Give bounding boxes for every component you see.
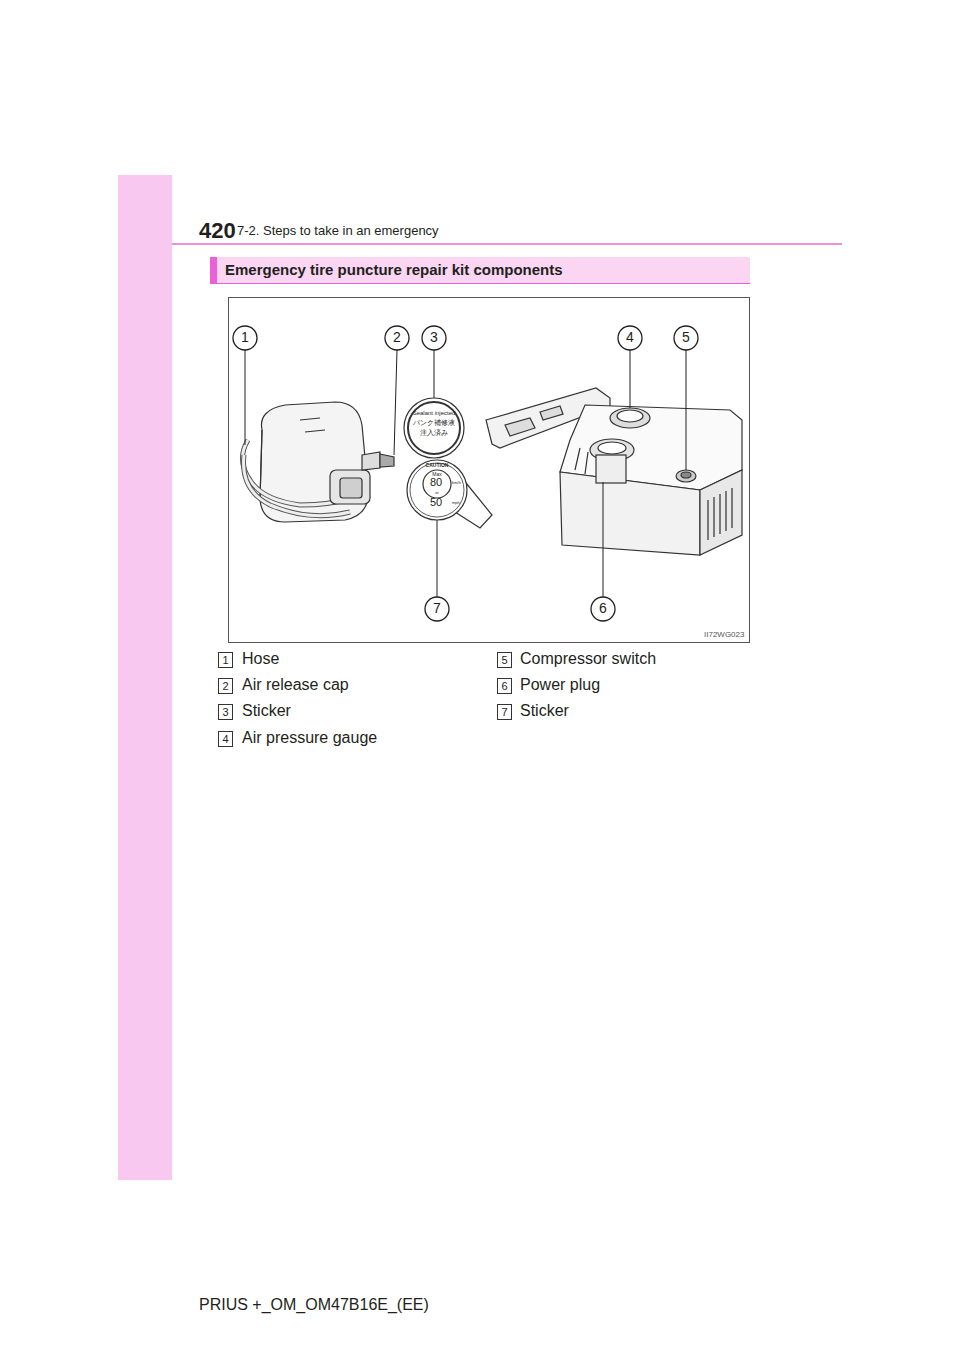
- side-tab: [118, 175, 172, 1180]
- list-number: 2: [218, 678, 233, 694]
- part-name: Power plug: [520, 676, 600, 694]
- list-number: 7: [497, 704, 512, 720]
- list-number: 3: [218, 704, 233, 720]
- sticker-text: パンク補修液: [410, 419, 458, 427]
- callout-number: 3: [422, 330, 446, 345]
- callout-number: 5: [674, 330, 698, 345]
- callout-number: 7: [425, 601, 449, 616]
- sticker-speed: [407, 460, 492, 528]
- sticker-text: CAUTION: [422, 463, 452, 469]
- document-code: PRIUS +_OM_OM47B16E_(EE): [199, 1296, 429, 1314]
- compressor-illustration: [486, 388, 742, 555]
- hose-illustration: [242, 402, 394, 522]
- sticker-text: km/h: [452, 481, 461, 485]
- part-name: Air release cap: [242, 676, 349, 694]
- sticker-text: 50: [426, 496, 446, 508]
- section-heading: Emergency tire puncture repair kit compo…: [217, 257, 563, 283]
- running-header: 7-2. Steps to take in an emergency: [237, 224, 439, 238]
- part-name: Sticker: [520, 702, 569, 720]
- page-number: 420: [199, 219, 236, 243]
- callout-number: 6: [591, 601, 615, 616]
- sticker-text: 80: [426, 476, 446, 488]
- callout-number: 1: [233, 330, 257, 345]
- sticker-text: Sealant injected: [409, 410, 459, 417]
- section-heading-band: Emergency tire puncture repair kit compo…: [210, 257, 750, 284]
- figure-code: II72WG023: [704, 631, 744, 640]
- leader-lines: [245, 350, 686, 597]
- sticker-text: mph: [452, 501, 460, 505]
- callout-number: 4: [618, 330, 642, 345]
- sticker-text: or: [431, 491, 443, 495]
- compressor-vents: [708, 488, 732, 540]
- part-name: Hose: [242, 650, 279, 668]
- sticker-text: 注入済み: [414, 429, 454, 437]
- list-number: 1: [218, 652, 233, 668]
- callout-number: 2: [385, 330, 409, 345]
- list-number: 5: [497, 652, 512, 668]
- list-number: 6: [497, 678, 512, 694]
- part-name: Sticker: [242, 702, 291, 720]
- figure-frame: [229, 298, 750, 643]
- header-rule: [172, 243, 842, 245]
- sticker-sealant: [404, 398, 464, 458]
- part-name: Air pressure gauge: [242, 729, 377, 747]
- part-name: Compressor switch: [520, 650, 656, 668]
- list-number: 4: [218, 731, 233, 747]
